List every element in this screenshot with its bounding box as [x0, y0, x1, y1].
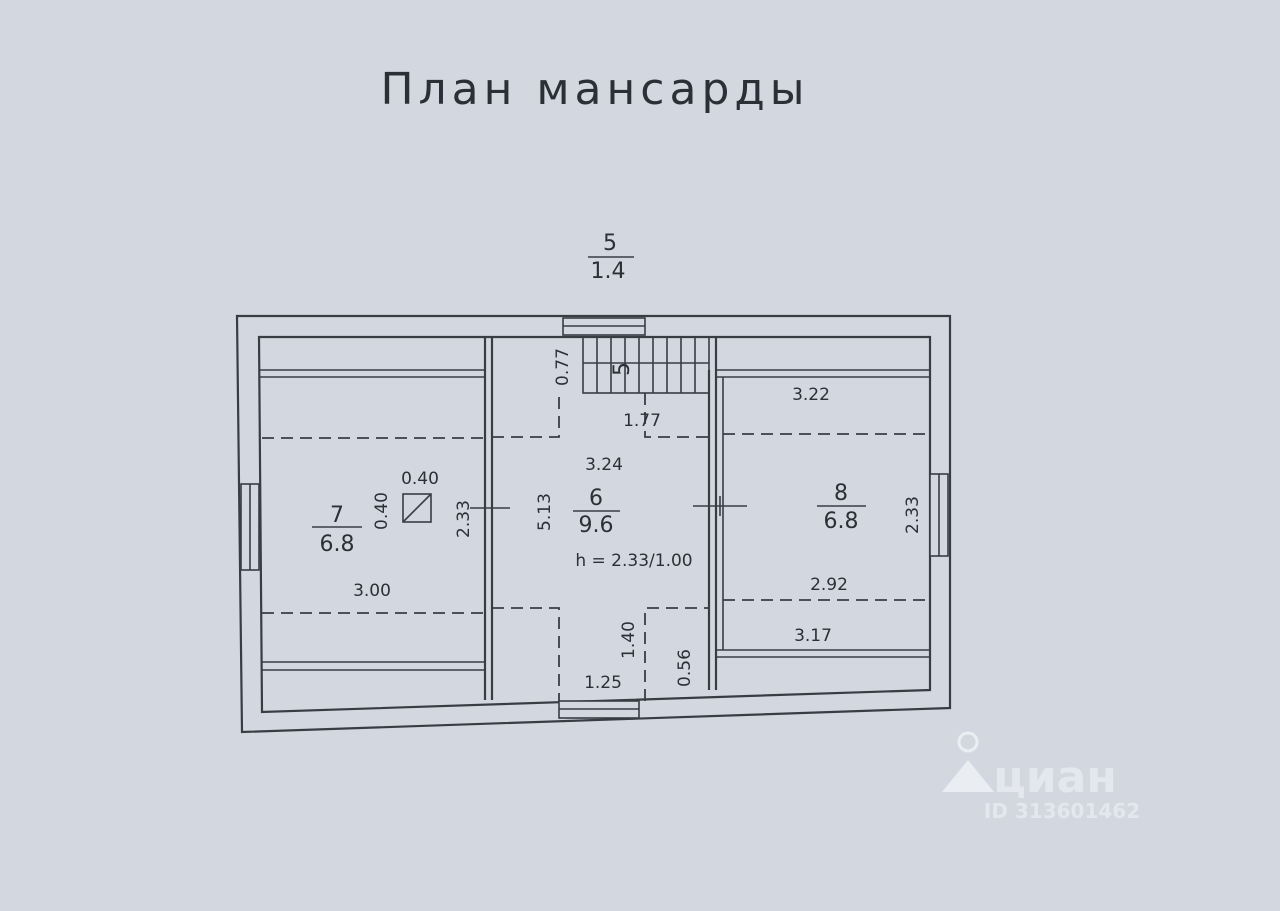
room-7-label: 7 6.8: [312, 503, 362, 557]
partition-left: [483, 337, 494, 700]
room-8-label: 8 6.8: [817, 481, 866, 534]
stair-number: 5: [610, 362, 635, 376]
dim-stair-width: 1.77: [623, 411, 661, 431]
dim-passage-length: 1.40: [619, 621, 639, 659]
dim-room-7-height: 2.33: [454, 500, 474, 538]
dim-niche-depth: 0.56: [675, 649, 695, 687]
dim-room-7-width: 3.00: [353, 581, 391, 601]
dim-room-8-top-width: 3.22: [792, 385, 830, 405]
dim-shaft-size: 0.40: [401, 469, 439, 489]
cian-watermark: циан ID 313601462: [942, 731, 1140, 823]
room-6-area: 9.6: [579, 513, 614, 538]
watermark-brand: циан: [993, 752, 1117, 803]
room-8-outline: [716, 369, 930, 658]
window-left: [240, 483, 260, 571]
outer-wall: [235, 314, 952, 734]
ventilation-shaft: [402, 493, 432, 523]
window-top: [562, 317, 646, 336]
staircase: [582, 336, 710, 394]
location-pin-icon: [942, 731, 994, 792]
dim-room-8-bottom-width: 3.17: [794, 626, 832, 646]
dim-stair-depth: 0.77: [553, 348, 573, 386]
room-7-number: 7: [330, 503, 344, 528]
partition-right: [707, 337, 718, 690]
room-5-label: 5 1.4: [588, 231, 634, 284]
room-5-area: 1.4: [591, 259, 626, 284]
room-8-number: 8: [834, 481, 848, 506]
room-7-outline: [259, 369, 485, 671]
room-6-label: 6 9.6: [573, 486, 620, 538]
dim-room-8-height: 2.33: [903, 496, 923, 534]
hall-dashed-lines: [492, 393, 709, 701]
dim-passage-width: 1.25: [584, 673, 622, 693]
room-7-area: 6.8: [320, 532, 355, 557]
room-5-number: 5: [603, 231, 617, 256]
dim-room-8-mid-width: 2.92: [810, 575, 848, 595]
window-bottom: [558, 700, 640, 719]
watermark-id: ID 313601462: [984, 799, 1140, 823]
dim-hall-length: 5.13: [535, 493, 555, 531]
room-8-area: 6.8: [824, 509, 859, 534]
plan-title: План мансарды: [380, 64, 809, 115]
room-6-number: 6: [589, 486, 603, 511]
dim-ceiling-height: h = 2.33/1.00: [575, 551, 692, 571]
window-right: [929, 473, 949, 557]
dim-shaft-size-vertical: 0.40: [372, 492, 392, 530]
dim-hall-width: 3.24: [585, 455, 623, 475]
